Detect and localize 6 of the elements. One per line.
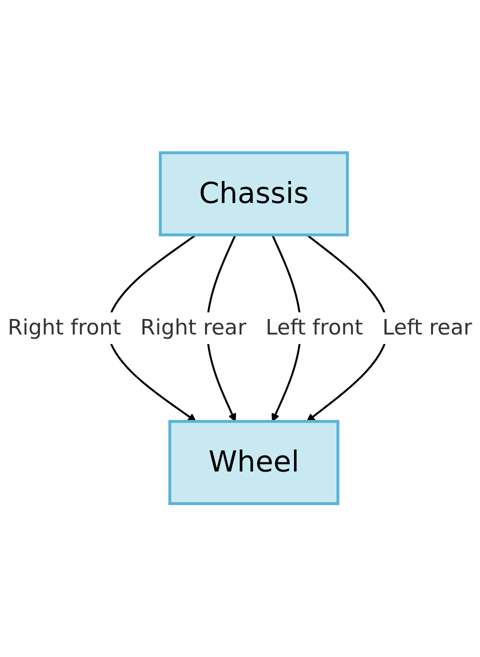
edge-label: Left rear (382, 316, 472, 341)
node-box: Chassis (158, 152, 349, 237)
edge-label: Left front (266, 316, 364, 341)
edge-label: Right front (8, 316, 122, 341)
edge-label: Right rear (140, 316, 246, 341)
node-box: Wheel (168, 420, 340, 506)
